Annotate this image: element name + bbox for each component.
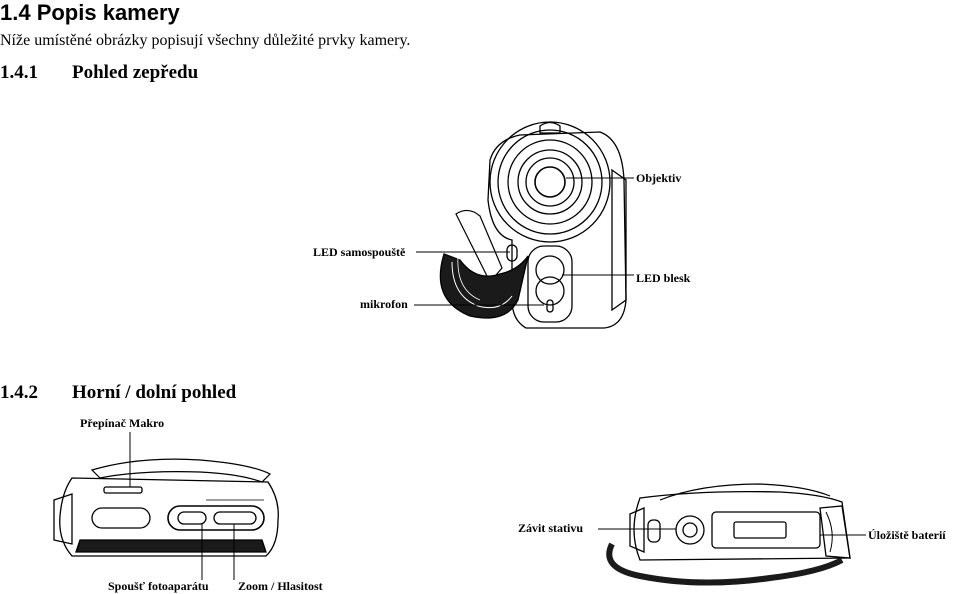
label-microphone: mikrofon [360, 297, 408, 311]
flash-led-icon [536, 256, 564, 284]
shutter-button [178, 512, 206, 524]
section-top-title: Horní / dolní pohled [72, 382, 237, 403]
label-battery: Úložiště baterií [868, 528, 946, 542]
label-zoom: Zoom / Hlasitost [238, 579, 323, 593]
zoom-button [214, 512, 256, 524]
macro-switch-icon [104, 487, 142, 493]
section-top-number: 1.4.2 [0, 382, 38, 403]
section-front-title: Pohled zepředu [72, 62, 199, 83]
camera-bottom-view [598, 484, 866, 583]
bottom-strap [609, 544, 842, 583]
page-heading: 1.4 Popis kamery [0, 0, 180, 25]
label-flash-led: LED blesk [636, 271, 691, 285]
section-front-number: 1.4.1 [0, 62, 38, 83]
microphone-icon [547, 300, 553, 312]
hand-strap [440, 254, 528, 318]
label-lens: Objektiv [636, 171, 682, 185]
flash-module [528, 246, 572, 322]
hand-strap-top [456, 210, 502, 282]
self-timer-led-icon [507, 245, 517, 261]
section-front-heading: 1.4.1 Pohled zepředu [0, 62, 198, 84]
lens-outer-ring [490, 122, 610, 242]
top-hand-strap [92, 459, 270, 482]
label-timer-led: LED samospouště [313, 245, 406, 259]
label-macro-switch: Přepínač Makro [80, 416, 165, 430]
camera-front-view [414, 122, 634, 328]
tripod-socket-icon [676, 516, 704, 544]
label-tripod: Závit stativu [518, 521, 584, 535]
section-top-heading: 1.4.2 Horní / dolní pohled [0, 382, 236, 404]
intro-text: Níže umístěné obrázky popisují všechny d… [0, 32, 411, 49]
label-shutter: Spoušť fotoaparátu [108, 579, 209, 593]
battery-compartment [712, 512, 820, 548]
lens-icon [535, 167, 565, 197]
camera-top-view [54, 432, 278, 580]
